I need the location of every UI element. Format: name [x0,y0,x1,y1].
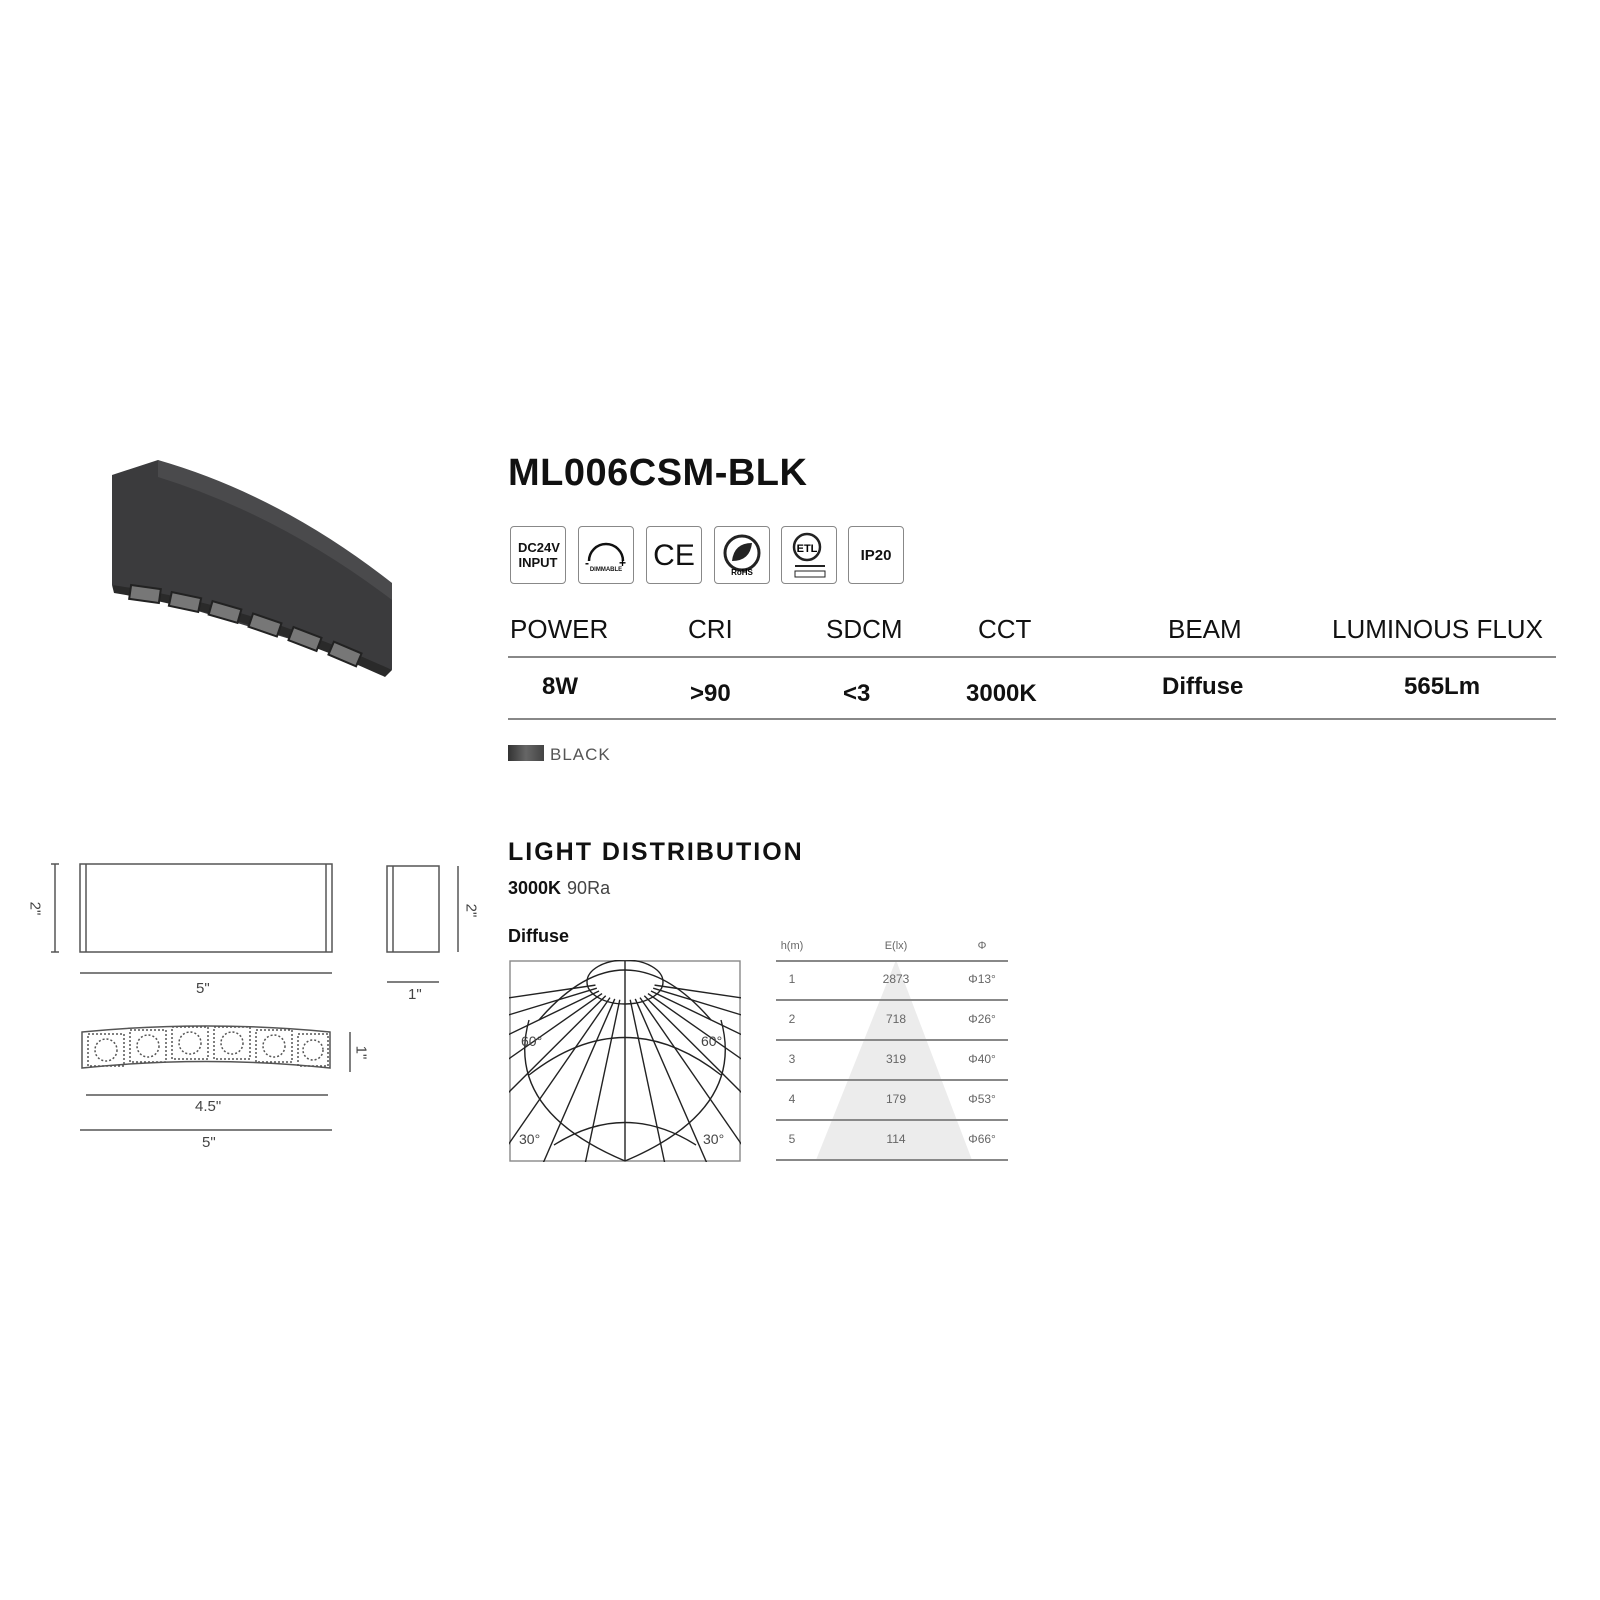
table-divider [776,1079,1008,1081]
polar-radial-line [509,997,611,1145]
table-cell: Φ66° [968,1132,996,1146]
product-image [112,460,392,677]
table-cell: Φ26° [968,1012,996,1026]
badge-label: DC24V INPUT [518,540,560,570]
table-divider [776,1159,1008,1161]
polar-label: 60° [521,1033,542,1049]
ce-mark-icon: CE [646,526,702,584]
ld-ra: 90Ra [567,878,611,898]
polar-radial-line [509,995,607,1093]
polar-radial-line [509,992,603,1060]
color-label: BLACK [550,745,611,764]
dim-front-width: 5" [196,980,210,997]
badge-label: IP20 [860,546,892,564]
polar-radial-line [509,990,600,1036]
table-cell: 1 [788,972,796,986]
model-title: ML006CSM-BLK [508,452,808,494]
polar-radial-line [584,999,621,1162]
polar-radial-line [634,998,708,1162]
table-cell: 5 [788,1132,796,1146]
table-cell: 319 [885,1052,907,1066]
table-cell: Φ40° [968,1052,996,1066]
dim-side-width: 1" [408,986,422,1003]
table-cell: 2873 [882,972,910,986]
spec-header-power: POWER [510,614,609,644]
ip20-icon: IP20 [848,526,904,584]
dimmer-arc-icon: -+ [585,542,626,567]
svg-text:+: + [619,556,626,567]
table-header: h(m) [780,940,804,952]
spec-value-flux: 565Lm [1404,673,1481,700]
rohs-icon: RoHS [714,526,770,584]
polar-diagram: 60° 60° 30° 30° [509,960,741,1162]
polar-label: 30° [519,1131,540,1147]
spec-header-sdcm: SDCM [826,614,903,644]
dim-side-height: 2" [462,903,480,918]
polar-radial-line [650,990,741,1036]
section-title: LIGHT DISTRIBUTION [508,838,804,866]
dim-bottom-inner: 4.5" [195,1098,222,1115]
beam-label: Diffuse [508,926,570,946]
badge-label: CE [653,538,695,572]
polar-radial-line [652,987,741,1016]
table-divider [776,1119,1008,1121]
etl-listed-icon: ETL [781,526,837,584]
table-divider [776,1039,1008,1041]
dc24v-input-icon: DC24V INPUT [510,526,566,584]
badge-label: DIMMABLE [589,566,623,573]
divider [508,718,1556,720]
table-cell: Φ53° [968,1092,996,1106]
badge-label: RoHS [731,568,753,577]
table-cell: 179 [885,1092,907,1106]
spec-value-beam: Diffuse [1162,673,1244,700]
spec-value-cct: 3000K [966,680,1037,707]
spec-header-cri: CRI [688,614,733,644]
svg-text:-: - [585,556,589,567]
spec-value-cri: >90 [690,680,731,707]
beam-cone [816,960,972,1160]
dim-bottom-outer: 5" [202,1134,216,1151]
polar-label: 60° [701,1033,722,1049]
polar-radial-line [639,997,741,1145]
polar-radial-line [509,987,598,1016]
polar-radial-line [542,998,616,1162]
table-header: Φ [977,940,987,952]
ld-cct: 3000K [508,878,562,898]
spec-value-sdcm: <3 [843,680,871,707]
dimension-drawing [51,863,459,1131]
table-cell: 114 [886,1132,906,1146]
dim-bottom-depth: 1" [352,1045,370,1060]
polar-radial-line [654,984,741,999]
spec-header-cct: CCT [978,614,1032,644]
table-cell: 2 [788,1012,796,1026]
spec-header-beam: BEAM [1168,614,1242,644]
table-cell: Φ13° [968,972,996,986]
dim-front-height: 2" [26,901,44,916]
table-header: E(lx) [884,940,908,952]
polar-radial-line [509,984,596,999]
table-divider [776,960,1008,962]
polar-radial-line [643,995,741,1093]
polar-label: 30° [703,1131,724,1147]
color-swatch [508,745,544,761]
table-divider [776,999,1008,1001]
table-cell: 718 [885,1012,907,1026]
spec-value-power: 8W [542,673,578,700]
table-cell: 4 [788,1092,796,1106]
polar-radial-line [629,999,666,1162]
table-cell: 3 [788,1052,796,1066]
badge-label: ETL [797,543,818,555]
dimmable-icon: -+ DIMMABLE [578,526,634,584]
divider [508,656,1556,658]
spec-header-flux: LUMINOUS FLUX [1332,614,1543,644]
polar-radial-line [647,992,741,1060]
